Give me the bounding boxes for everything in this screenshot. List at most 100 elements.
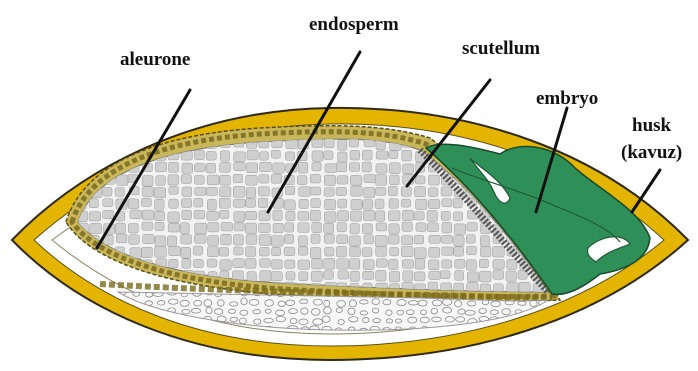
endosperm-cell — [349, 139, 358, 147]
endosperm-cell — [338, 199, 347, 208]
endosperm-cell — [220, 151, 229, 161]
endosperm-cell — [493, 284, 503, 292]
endosperm-cell — [271, 272, 282, 281]
endosperm-cell — [77, 162, 88, 171]
lower-cell — [109, 317, 118, 323]
endosperm-cell — [351, 186, 363, 196]
endosperm-cell — [284, 234, 293, 243]
endosperm-cell — [467, 223, 477, 232]
endosperm-cell — [181, 247, 191, 258]
endosperm-cell — [389, 272, 399, 282]
endosperm-cell — [364, 187, 375, 198]
endosperm-cell — [141, 198, 151, 206]
endosperm-cell — [245, 258, 256, 268]
endosperm-cell — [312, 258, 323, 268]
endosperm-cell — [414, 186, 425, 196]
endosperm-cell — [402, 260, 413, 269]
endosperm-cell — [375, 175, 387, 186]
endosperm-cell — [364, 175, 376, 183]
endosperm-cell — [129, 235, 140, 245]
endosperm-cell — [442, 222, 452, 233]
endosperm-cell — [455, 259, 465, 268]
endosperm-cell — [208, 236, 219, 246]
endosperm-cell — [234, 247, 243, 255]
endosperm-cell — [467, 272, 478, 282]
endosperm-cell — [324, 212, 336, 223]
endosperm-cell — [247, 150, 258, 160]
endosperm-cell — [128, 199, 139, 209]
endosperm-cell — [324, 188, 334, 197]
endosperm-cell — [234, 162, 246, 170]
endosperm-cell — [362, 248, 372, 257]
endosperm-cell — [298, 162, 307, 173]
endosperm-cell — [337, 223, 346, 232]
endosperm-cell — [311, 234, 320, 243]
endosperm-cell — [389, 175, 399, 185]
endosperm-cell — [362, 162, 371, 172]
endosperm-cell — [414, 248, 426, 259]
embryo-label: embryo — [536, 88, 598, 109]
endosperm-cell — [285, 152, 295, 160]
endosperm-cell — [415, 176, 425, 184]
endosperm-cell — [195, 223, 207, 234]
endosperm-cell — [376, 223, 387, 231]
endosperm-cell — [389, 224, 399, 234]
endosperm-cell — [195, 150, 205, 160]
endosperm-cell — [363, 260, 374, 270]
husk-label-line1: husk — [632, 115, 672, 136]
endosperm-cell — [389, 151, 398, 159]
endosperm-cell — [453, 198, 462, 208]
endosperm-cell — [260, 162, 272, 172]
endosperm-cell — [298, 236, 307, 247]
endosperm-cell — [259, 235, 271, 246]
endosperm-cell — [388, 211, 400, 221]
endosperm-cell — [246, 187, 255, 198]
endosperm-cell — [234, 152, 246, 162]
endosperm-cell — [181, 234, 192, 244]
endosperm-cell — [207, 199, 216, 210]
endosperm-cell — [286, 272, 295, 280]
endosperm-cell — [479, 271, 491, 282]
endosperm-cell — [310, 187, 321, 195]
endosperm-cell — [206, 163, 216, 173]
endosperm-cell — [429, 235, 441, 243]
endosperm-cell — [427, 223, 438, 232]
endosperm-cell — [454, 224, 465, 235]
endosperm-cell — [363, 200, 373, 210]
endosperm-cell — [388, 259, 397, 269]
endosperm-cell — [323, 271, 333, 279]
endosperm-cell — [337, 259, 349, 269]
endosperm-cell — [272, 260, 283, 269]
endosperm-cell — [403, 164, 414, 174]
endosperm-cell — [221, 223, 233, 231]
endosperm-cell — [155, 162, 166, 172]
endosperm-label: endosperm — [309, 14, 399, 35]
endosperm-cell — [220, 162, 231, 172]
endosperm-cell — [246, 163, 257, 173]
endosperm-cell — [454, 236, 464, 247]
endosperm-cell — [416, 223, 426, 232]
aleurone-label: aleurone — [120, 49, 190, 70]
endosperm-cell — [325, 164, 337, 173]
endosperm-cell — [428, 175, 439, 185]
endosperm-cell — [155, 236, 166, 247]
endosperm-cell — [312, 222, 322, 232]
endosperm-cell — [441, 211, 450, 220]
endosperm-cell — [273, 210, 282, 221]
endosperm-cell — [90, 139, 100, 149]
endosperm-cell — [206, 187, 217, 195]
endosperm-cell — [219, 248, 229, 257]
endosperm-cell — [312, 162, 321, 171]
endosperm-cell — [350, 211, 361, 221]
endosperm-cell — [169, 199, 178, 208]
endosperm-cell — [507, 283, 519, 293]
endosperm-cell — [493, 270, 504, 279]
endosperm-cell — [103, 199, 113, 207]
endosperm-cell — [91, 151, 101, 161]
endosperm-cell — [207, 175, 219, 185]
endosperm-cell — [233, 259, 244, 268]
endosperm-cell — [466, 235, 475, 244]
endosperm-cell — [285, 186, 295, 195]
endosperm-cell — [414, 235, 424, 244]
